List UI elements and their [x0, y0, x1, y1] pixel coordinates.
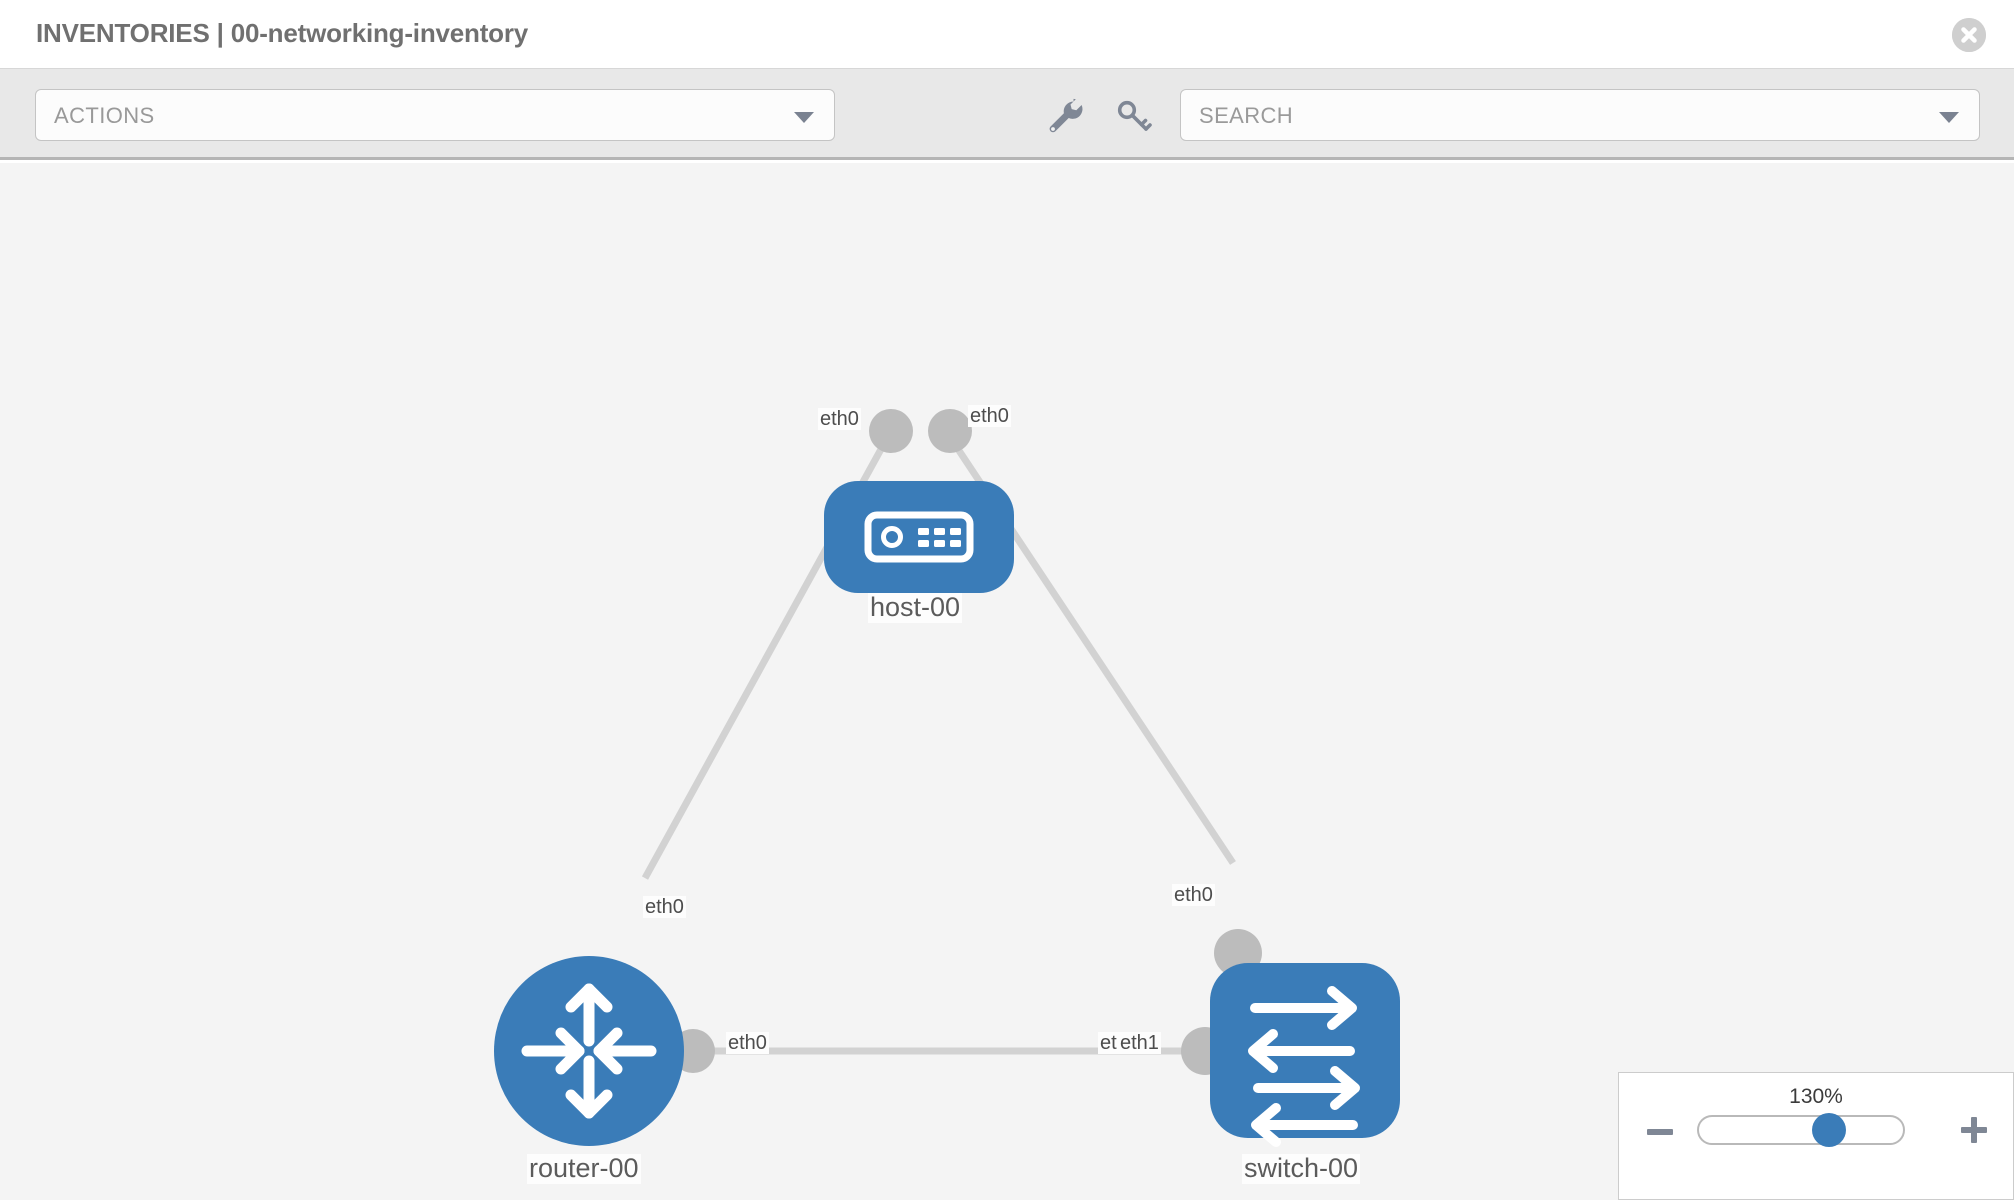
node-label-host-00: host-00 — [868, 592, 963, 623]
node-label-router-00: router-00 — [527, 1153, 641, 1184]
port-label-switch-left-eth1: eth1 — [1118, 1032, 1161, 1054]
page-header: INVENTORIES | 00-networking-inventory — [0, 0, 2014, 69]
page-title: INVENTORIES | 00-networking-inventory — [36, 18, 529, 48]
port-host-right — [928, 409, 972, 453]
node-host-00 — [824, 481, 1014, 593]
search-input[interactable]: SEARCH — [1180, 89, 1980, 141]
chevron-down-icon — [794, 112, 814, 123]
node-router-00 — [494, 956, 684, 1146]
port-label-router-up-eth0: eth0 — [643, 896, 686, 918]
node-switch-00 — [1210, 963, 1400, 1147]
topology-graph — [494, 409, 1400, 1147]
node-label-switch-00: switch-00 — [1242, 1153, 1361, 1184]
plus-icon[interactable] — [1961, 1117, 1987, 1143]
switch-arrows-icon — [1248, 986, 1360, 1147]
server-icon — [864, 511, 974, 563]
port-label-router-right-eth0: eth0 — [726, 1032, 769, 1054]
search-placeholder: SEARCH — [1199, 103, 1294, 128]
actions-dropdown-label: ACTIONS — [54, 103, 155, 128]
chevron-down-icon[interactable] — [1939, 112, 1959, 123]
close-icon[interactable] — [1952, 18, 1986, 52]
actions-dropdown[interactable]: ACTIONS — [35, 89, 835, 141]
topology-canvas[interactable]: eth0 eth0 eth0 eth0 eth0 eth0 eth1 host-… — [0, 163, 2014, 1200]
key-icon[interactable] — [1112, 95, 1154, 137]
port-label-host-left-eth0: eth0 — [818, 408, 861, 430]
toolbar: ACTIONS SEARCH — [0, 69, 2014, 160]
zoom-slider[interactable] — [1697, 1113, 1905, 1147]
zoom-control-panel: 130% — [1618, 1072, 2014, 1200]
zoom-level-label: 130% — [1789, 1085, 1843, 1108]
port-host-left — [869, 409, 913, 453]
wrench-icon[interactable] — [1043, 95, 1085, 137]
router-arrows-icon — [521, 983, 657, 1119]
port-label-host-right-eth0: eth0 — [968, 405, 1011, 427]
port-label-switch-up-eth0: eth0 — [1172, 884, 1215, 906]
zoom-slider-thumb[interactable] — [1812, 1113, 1846, 1147]
minus-icon[interactable] — [1647, 1129, 1673, 1135]
